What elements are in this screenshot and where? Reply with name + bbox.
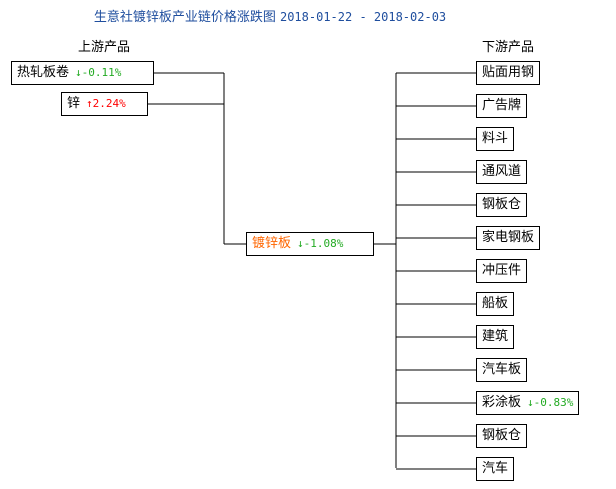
- downstream-item: 钢板仓: [476, 193, 528, 217]
- downstream-item: 料斗: [476, 127, 515, 151]
- chart-title: 生意社镀锌板产业链价格涨跌图 2018-01-22 - 2018-02-03: [0, 6, 540, 25]
- item-name: 彩涂板: [482, 395, 522, 410]
- down-arrow-icon: ↓: [75, 66, 82, 79]
- change-value: ↓-0.83%: [527, 396, 574, 409]
- upstream-heading: 上游产品: [78, 40, 131, 55]
- downstream-heading: 下游产品: [482, 40, 535, 55]
- item-name: 广告牌: [482, 98, 522, 113]
- downstream-item: 彩涂板 ↓-0.83%: [476, 391, 580, 415]
- center-product: 镀锌板 ↓-1.08%: [246, 232, 374, 256]
- downstream-item: 通风道: [476, 160, 528, 184]
- item-name: 热轧板卷: [17, 65, 70, 80]
- center-name: 镀锌板: [252, 236, 292, 251]
- downstream-item: 汽车: [476, 457, 515, 481]
- downstream-item: 广告牌: [476, 94, 528, 118]
- downstream-item: 冲压件: [476, 259, 528, 283]
- item-name: 船板: [482, 296, 509, 311]
- downstream-item: 家电钢板: [476, 226, 541, 250]
- title-text: 生意社镀锌板产业链价格涨跌图: [93, 10, 276, 25]
- item-name: 锌: [67, 96, 81, 111]
- date-range: 2018-01-22 - 2018-02-03: [279, 10, 447, 24]
- downstream-item: 贴面用钢: [476, 61, 541, 85]
- change-value: ↑2.24%: [86, 97, 126, 110]
- item-name: 冲压件: [482, 263, 522, 278]
- upstream-item-zinc: 锌 ↑2.24%: [61, 92, 148, 116]
- up-arrow-icon: ↑: [86, 97, 93, 110]
- item-name: 汽车板: [482, 362, 522, 377]
- item-name: 建筑: [482, 329, 509, 344]
- item-name: 贴面用钢: [482, 65, 535, 80]
- item-name: 钢板仓: [482, 197, 522, 212]
- down-arrow-icon: ↓: [297, 237, 304, 250]
- downstream-item: 建筑: [476, 325, 515, 349]
- downstream-item: 船板: [476, 292, 515, 316]
- upstream-item-hot-rolled: 热轧板卷 ↓-0.11%: [11, 61, 154, 85]
- item-name: 通风道: [482, 164, 522, 179]
- item-name: 汽车: [482, 461, 509, 476]
- change-value: ↓-0.11%: [75, 66, 122, 79]
- item-name: 料斗: [482, 131, 509, 146]
- change-value: ↓-1.08%: [297, 237, 344, 250]
- down-arrow-icon: ↓: [527, 396, 534, 409]
- downstream-item: 汽车板: [476, 358, 528, 382]
- item-name: 钢板仓: [482, 428, 522, 443]
- downstream-item: 钢板仓: [476, 424, 528, 448]
- item-name: 家电钢板: [482, 230, 535, 245]
